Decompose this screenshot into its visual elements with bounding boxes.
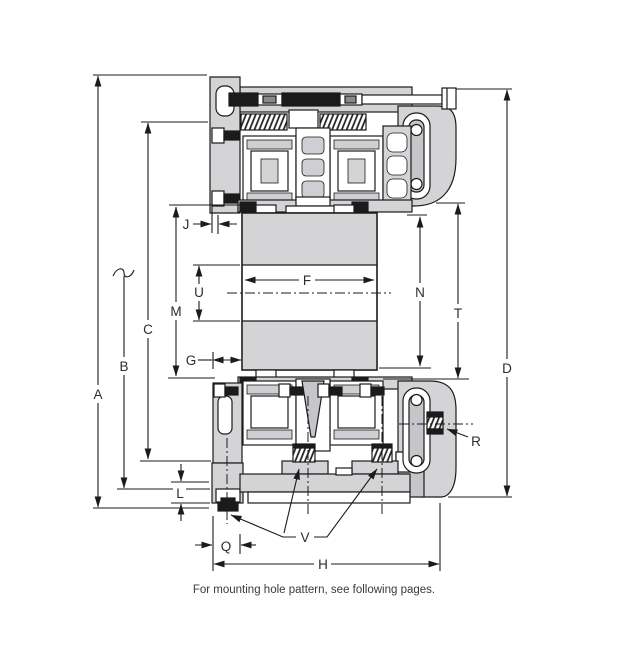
- foot-bolt: [217, 502, 239, 512]
- dim-label-b: B: [119, 359, 128, 374]
- dim-label-q: Q: [221, 539, 232, 554]
- mounting-note: For mounting hole pattern, see following…: [193, 584, 435, 596]
- leader-R: [446, 428, 469, 438]
- dim-label-v: V: [300, 530, 309, 545]
- dimension-labels: A B C D F G H J L M N Q R T U V: [93, 217, 512, 572]
- through-bolt: [228, 87, 457, 110]
- bottom-housing: [211, 376, 473, 524]
- dimensions: [91, 74, 514, 573]
- dim-label-g: G: [186, 353, 197, 368]
- label-backgrounds: [91, 271, 514, 573]
- bolt-head: [441, 87, 457, 110]
- clutch-pack-left: [242, 135, 297, 203]
- dim-label-j: J: [183, 217, 190, 232]
- right-plate-stack: [382, 125, 412, 207]
- dim-label-l: L: [176, 486, 184, 501]
- clutch-pack-right: [329, 135, 384, 203]
- r-set-screw: [426, 411, 444, 435]
- break-squiggle: [112, 268, 135, 278]
- bottom-pack-left: [242, 380, 297, 446]
- dim-label-m: M: [170, 304, 181, 319]
- dim-label-n: N: [415, 285, 425, 300]
- leader-V: [230, 468, 378, 538]
- dim-B: [112, 268, 135, 489]
- vertical-centerlines: [226, 396, 473, 524]
- bottom-bolts: [213, 383, 385, 398]
- flange-bolts: [211, 127, 240, 207]
- center-spool: [295, 127, 331, 211]
- dim-label-a: A: [93, 387, 102, 402]
- spring-left: [240, 113, 288, 131]
- dim-label-u: U: [194, 285, 204, 300]
- dim-label-r: R: [471, 434, 481, 449]
- dim-label-c: C: [143, 322, 153, 337]
- base-plate: [239, 473, 411, 493]
- dim-label-t: T: [454, 306, 462, 321]
- dim-label-h: H: [318, 557, 328, 572]
- dim-label-d: D: [502, 361, 512, 376]
- extension-lines: [93, 74, 512, 571]
- assembly-section: [209, 76, 473, 524]
- top-housing: [209, 76, 457, 214]
- spring-right: [319, 113, 367, 131]
- rotor-cylinder: [227, 204, 391, 379]
- dim-label-f: F: [303, 273, 311, 288]
- threaded-studs: [281, 443, 399, 475]
